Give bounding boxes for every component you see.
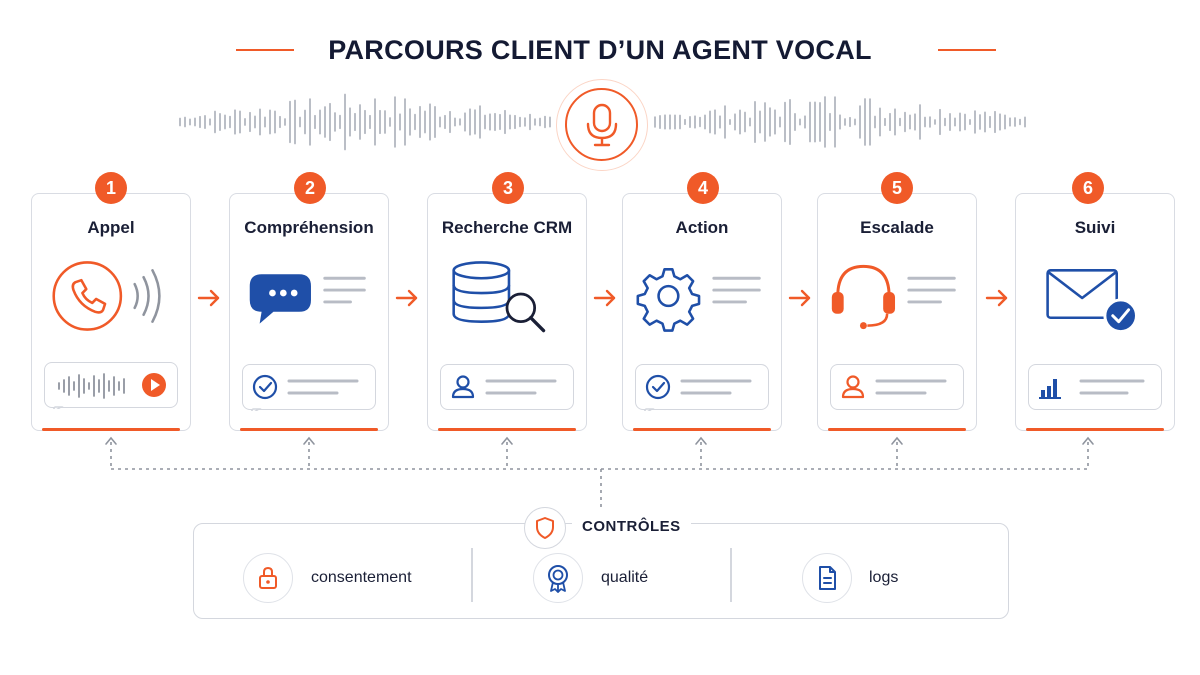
step-mini-card — [242, 364, 376, 411]
title-line-right — [938, 49, 996, 51]
step-title: Recherche CRM — [441, 218, 573, 237]
voice-waveform — [179, 93, 1026, 151]
step-accent-bar — [633, 428, 771, 431]
check-circle-icon — [643, 374, 752, 411]
step-title: Escalade — [860, 218, 934, 237]
phone-icon — [52, 261, 161, 331]
arrow-right-icon — [395, 289, 418, 307]
controls-divider — [730, 548, 732, 602]
step-mini-card — [440, 364, 574, 410]
step-title: Suivi — [1074, 218, 1116, 237]
step-card-recherche-crm: Recherche CRM — [427, 193, 587, 431]
arrow-right-icon — [985, 289, 1008, 307]
microphone-badge — [556, 79, 648, 171]
microphone-icon — [586, 103, 617, 146]
step-accent-bar — [438, 428, 576, 431]
document-icon — [819, 566, 836, 590]
user-icon — [841, 375, 947, 399]
step-mini-card — [830, 364, 964, 410]
play-icon[interactable] — [141, 372, 167, 398]
title-row: PARCOURS CLIENT D’UN AGENT VOCAL — [0, 30, 1200, 70]
gear-icon — [636, 268, 761, 332]
control-label-logs: logs — [869, 569, 899, 586]
step-card-appel: Appel — [31, 193, 191, 431]
lock-icon — [259, 566, 277, 589]
step-accent-bar — [828, 428, 966, 431]
controls-divider — [471, 548, 473, 602]
arrow-right-icon — [197, 289, 220, 307]
award-icon — [548, 565, 568, 593]
microphone-badge-inner — [565, 88, 638, 161]
step-6-number: 6 — [1072, 172, 1104, 204]
page-title: PARCOURS CLIENT D’UN AGENT VOCAL — [328, 35, 872, 65]
database-search-icon — [452, 261, 546, 333]
step-card-action: Action — [622, 193, 782, 431]
step-accent-bar — [1026, 428, 1164, 431]
control-logs — [802, 553, 852, 603]
step-card-escalade: Escalade — [817, 193, 977, 431]
step-title: Appel — [87, 218, 135, 237]
audio-waveform — [52, 373, 125, 409]
step-2-number: 2 — [294, 172, 326, 204]
step-card-comprehension: Compréhension — [229, 193, 389, 431]
arrow-right-icon — [593, 289, 616, 307]
control-consentement — [243, 553, 293, 603]
step-1-number: 1 — [95, 172, 127, 204]
check-circle-icon — [250, 374, 359, 411]
chat-bubble-icon — [249, 274, 366, 324]
controls-badge — [524, 507, 566, 549]
controls-title: CONTRÔLES — [572, 512, 691, 542]
step-card-suivi: Suivi — [1015, 193, 1175, 431]
step-accent-bar — [240, 428, 378, 431]
step-mini-card — [1028, 364, 1162, 410]
bar-chart-icon — [1039, 379, 1145, 399]
step-title: Compréhension — [244, 218, 374, 237]
mail-check-icon — [1046, 269, 1138, 334]
headset-icon — [831, 264, 956, 330]
step-4-number: 4 — [687, 172, 719, 204]
step-title: Action — [675, 218, 729, 237]
control-qualite — [533, 553, 583, 603]
arrow-right-icon — [788, 289, 811, 307]
user-icon — [451, 375, 557, 399]
step-accent-bar — [42, 428, 180, 431]
control-label-consentement: consentement — [311, 569, 412, 586]
control-label-qualite: qualité — [601, 569, 649, 586]
shield-icon — [536, 517, 554, 539]
title-line-left — [236, 49, 294, 51]
step-3-number: 3 — [492, 172, 524, 204]
step-5-number: 5 — [881, 172, 913, 204]
step-mini-card — [635, 364, 769, 411]
step-mini-card — [44, 362, 178, 409]
